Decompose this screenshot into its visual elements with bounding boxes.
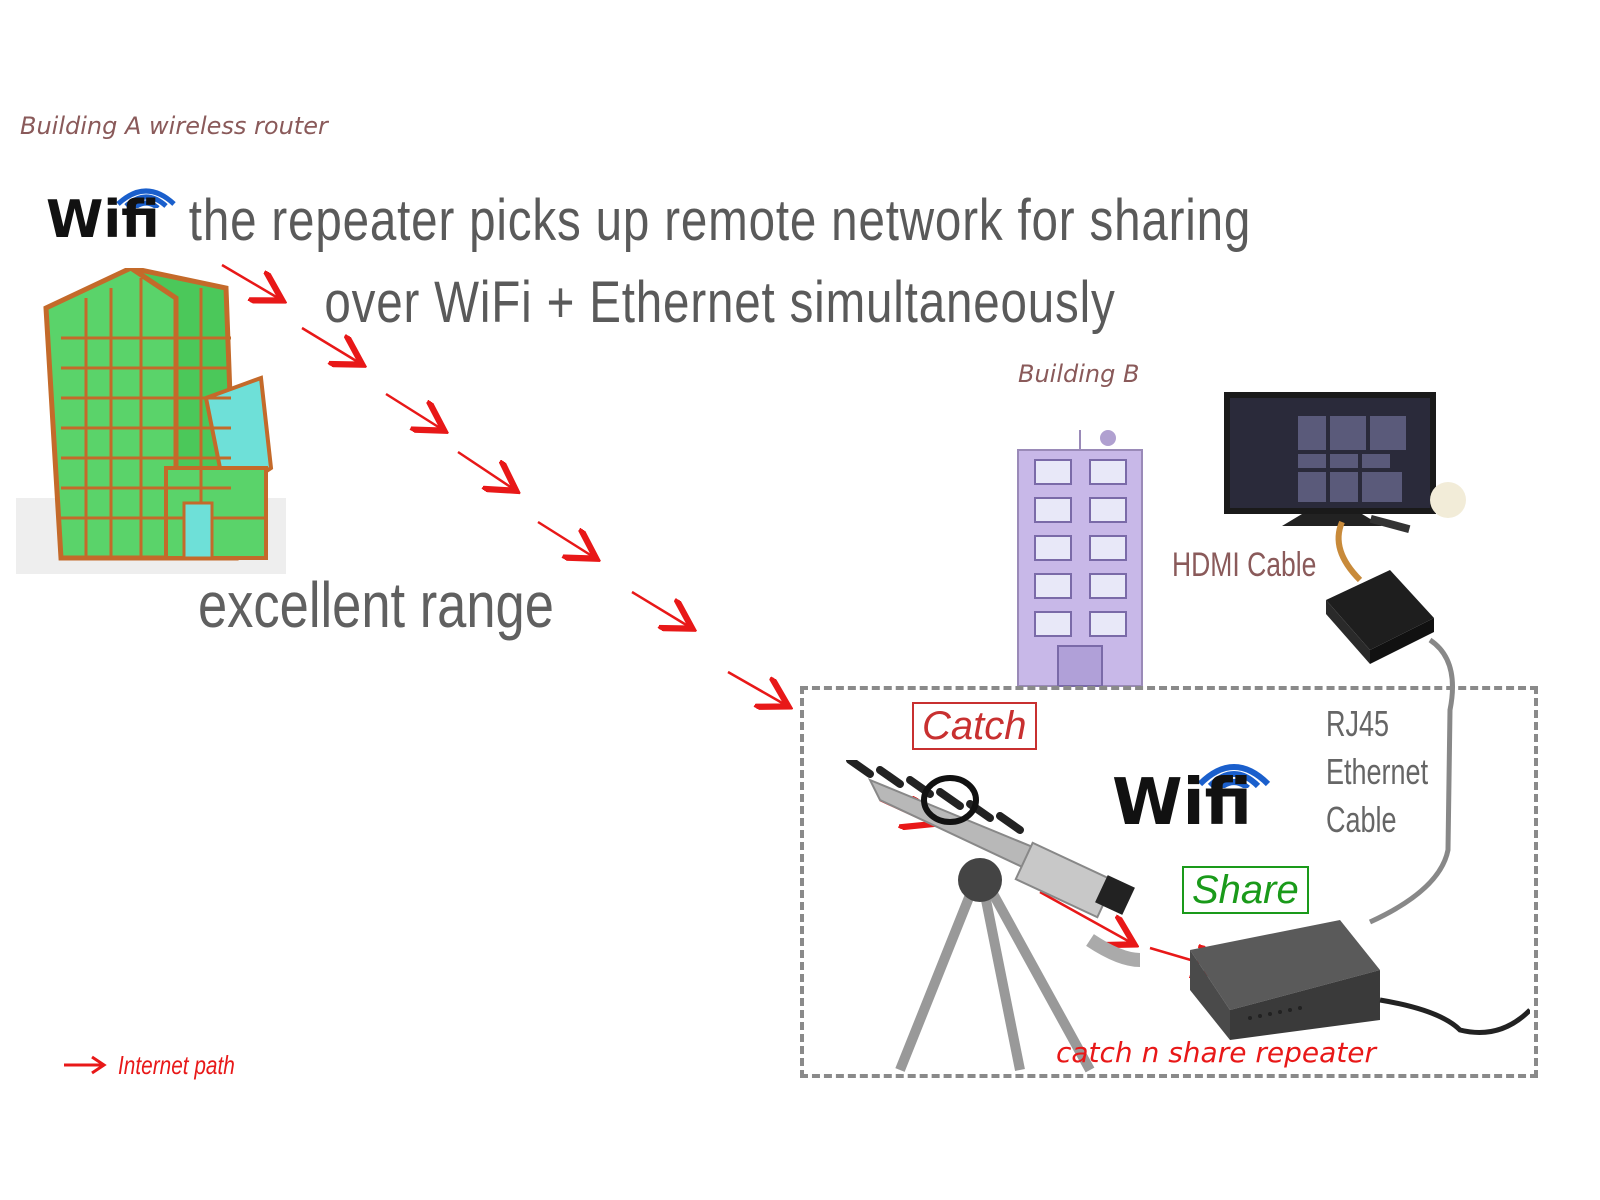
yagi-antenna-icon xyxy=(846,760,1141,1073)
catch-label: Catch xyxy=(912,702,1037,750)
repeater-device-icon xyxy=(1190,920,1530,1040)
rj45-line-3: Cable xyxy=(1326,799,1397,840)
headline-line-1: the repeater picks up remote network for… xyxy=(188,188,1252,253)
repeater-kit-box xyxy=(800,686,1538,1078)
building-a-icon xyxy=(16,268,286,574)
legend: Internet path xyxy=(62,1050,362,1084)
repeater-wifi-text: Wifi xyxy=(1112,766,1252,840)
path-arrow xyxy=(631,590,688,626)
legend-label: Internet path xyxy=(118,1050,235,1080)
path-arrow xyxy=(221,263,278,298)
path-arrow xyxy=(1039,890,1130,942)
share-label: Share xyxy=(1182,866,1309,914)
hdmi-cable-label: HDMI Cable xyxy=(1172,546,1317,584)
headline-line-2: over WiFi + Ethernet simultaneously xyxy=(324,270,1116,335)
wifi-signal-icon xyxy=(1197,764,1271,788)
building-b-icon xyxy=(1017,430,1143,687)
path-arrow xyxy=(385,392,440,428)
rj45-line-1: RJ45 xyxy=(1326,703,1390,744)
building-b-caption: Building B xyxy=(1018,360,1140,388)
rj45-line-2: Ethernet xyxy=(1326,751,1429,792)
rj45-cable-label: RJ45 Ethernet Cable xyxy=(1326,700,1428,844)
tv-icon xyxy=(1224,392,1466,534)
repeater-device-caption: catch n share repeater xyxy=(1056,1036,1376,1069)
path-arrow xyxy=(301,326,358,362)
building-a-caption: Building A wireless router xyxy=(20,112,328,140)
wifi-signal-icon xyxy=(116,188,176,208)
headline: the repeater picks up remote network for… xyxy=(0,180,1479,344)
path-arrow xyxy=(457,450,512,488)
media-box-icon xyxy=(1326,520,1455,925)
path-arrow xyxy=(537,520,592,556)
building-a-wifi-text: Wifi xyxy=(46,190,160,250)
building-a-wifi-logo: Wifi xyxy=(46,168,216,250)
legend-arrow-icon xyxy=(64,1055,107,1075)
path-arrow xyxy=(727,670,784,704)
range-label: excellent range xyxy=(198,569,554,641)
repeater-wifi-logo: Wifi xyxy=(1112,740,1312,840)
